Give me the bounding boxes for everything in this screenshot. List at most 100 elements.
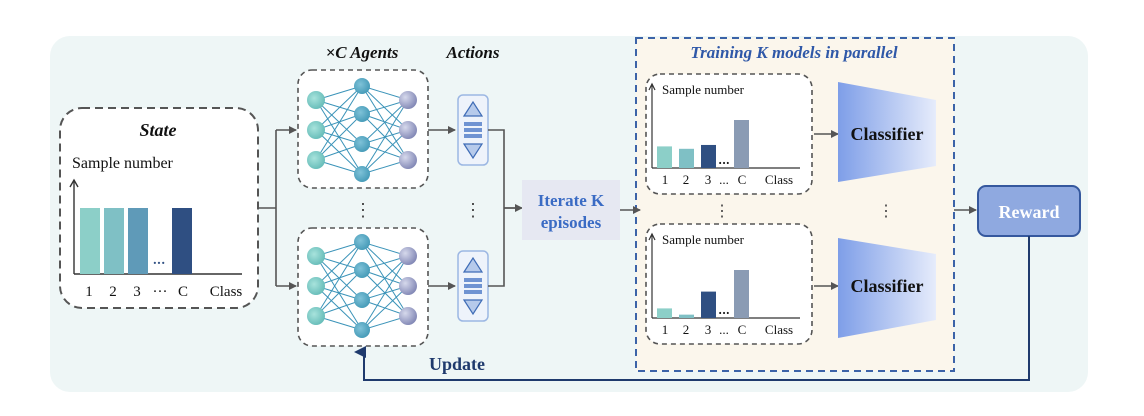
agent-box-top <box>297 69 429 189</box>
action-down-icon <box>462 143 484 160</box>
nn-connection <box>361 99 409 175</box>
iterate-box <box>522 180 620 240</box>
panel-x-tick-label: ... <box>719 172 729 187</box>
nn-hidden-node <box>354 106 370 122</box>
iterate-line1: Iterate K <box>538 191 605 210</box>
state-x-tick-label: ··· <box>153 284 168 300</box>
nn-connection <box>315 269 363 317</box>
panel-x-tick-label: 2 <box>683 172 690 187</box>
nn-input-node <box>307 307 325 325</box>
classifier-shape-bottom <box>838 238 936 338</box>
nn-connection <box>315 85 363 131</box>
nn-input-node <box>307 247 325 265</box>
action-widget-top <box>457 94 489 166</box>
nn-output-node <box>399 91 417 109</box>
panel-bar <box>734 270 749 318</box>
state-x-tick-label: 1 <box>85 284 93 300</box>
panel-x-tick-label: C <box>738 322 747 337</box>
action-up-icon <box>462 256 484 273</box>
nn-connection <box>315 113 363 161</box>
panel-bar <box>734 120 749 168</box>
nn-connection <box>361 255 409 301</box>
nn-connection <box>315 241 363 317</box>
classifier-shape-top <box>838 82 936 182</box>
panel-x-tick-label: 3 <box>705 172 712 187</box>
panel-bar <box>679 148 694 168</box>
iterate-line2: episodes <box>541 213 602 232</box>
state-x-tick-label: 2 <box>109 284 117 300</box>
panel-x-tick-label: ... <box>719 322 729 337</box>
nn-hidden-node <box>354 78 370 94</box>
fork-connector <box>258 130 277 286</box>
classifier-label-top: Classifier <box>851 124 924 144</box>
nn-connection <box>315 241 363 287</box>
agents-vertical-ellipsis: ⋮ <box>354 200 372 221</box>
state-bar <box>104 208 124 274</box>
classifier-label-bottom: Classifier <box>851 276 924 296</box>
agent-box-bottom <box>297 227 429 347</box>
training-panel-bottom-axis-label: Sample number <box>662 232 745 247</box>
nn-connection <box>361 99 409 145</box>
training-panel-bottom <box>645 223 813 345</box>
state-bar <box>172 208 192 274</box>
panel-x-tick-label: C <box>738 172 747 187</box>
nn-output-node <box>399 151 417 169</box>
action-bar <box>464 284 482 288</box>
classifier-vertical-ellipsis: ⋮ <box>878 201 894 220</box>
nn-hidden-node <box>354 262 370 278</box>
agents-title: ×C Agents <box>326 43 399 62</box>
nn-hidden-node <box>354 136 370 152</box>
nn-input-node <box>307 121 325 139</box>
training-title: Training K models in parallel <box>690 43 897 62</box>
action-bar <box>464 290 482 294</box>
nn-output-node <box>399 121 417 139</box>
panel-bar <box>657 146 672 168</box>
state-bar-ellipsis: ... <box>153 253 166 267</box>
nn-connection <box>361 255 409 331</box>
nn-input-node <box>307 151 325 169</box>
nn-output-node <box>399 307 417 325</box>
nn-hidden-node <box>354 234 370 250</box>
panel-x-tick-label: Class <box>765 172 793 187</box>
action-bar <box>464 128 482 132</box>
neural-network-top <box>307 78 417 182</box>
panel-x-tick-label: Class <box>765 322 793 337</box>
nn-input-node <box>307 277 325 295</box>
panel-bar-ellipsis: ... <box>718 304 730 317</box>
state-x-tick-label: C <box>178 284 188 300</box>
nn-connection <box>361 241 409 287</box>
nn-hidden-node <box>354 166 370 182</box>
action-widget-bottom <box>457 250 489 322</box>
neural-network-bottom <box>307 234 417 338</box>
action-down-icon <box>462 299 484 316</box>
panel-bar <box>679 314 694 318</box>
nn-output-node <box>399 247 417 265</box>
action-up-icon <box>462 100 484 117</box>
nn-input-node <box>307 91 325 109</box>
state-y-axis-arrowhead <box>69 178 79 188</box>
nn-connection <box>361 85 409 131</box>
training-panel-top-axis-label: Sample number <box>662 82 745 97</box>
action-bar <box>464 278 482 282</box>
state-x-tick-label: 3 <box>133 284 141 300</box>
panel-bar <box>657 308 672 318</box>
nn-connection <box>361 241 409 317</box>
panel-x-tick-label: 1 <box>662 322 669 337</box>
nn-connection <box>315 85 363 161</box>
nn-output-node <box>399 277 417 295</box>
update-feedback-line <box>354 236 1030 381</box>
nn-connection <box>361 85 409 161</box>
panel-x-tick-label: 2 <box>683 322 690 337</box>
panel-bar <box>701 291 716 318</box>
panel-bar <box>701 144 716 168</box>
training-panels-vertical-ellipsis: ⋮ <box>714 201 730 220</box>
nn-hidden-node <box>354 322 370 338</box>
state-title: State <box>139 120 176 140</box>
nn-connection <box>361 129 409 175</box>
state-axis-label: Sample number <box>72 155 174 172</box>
